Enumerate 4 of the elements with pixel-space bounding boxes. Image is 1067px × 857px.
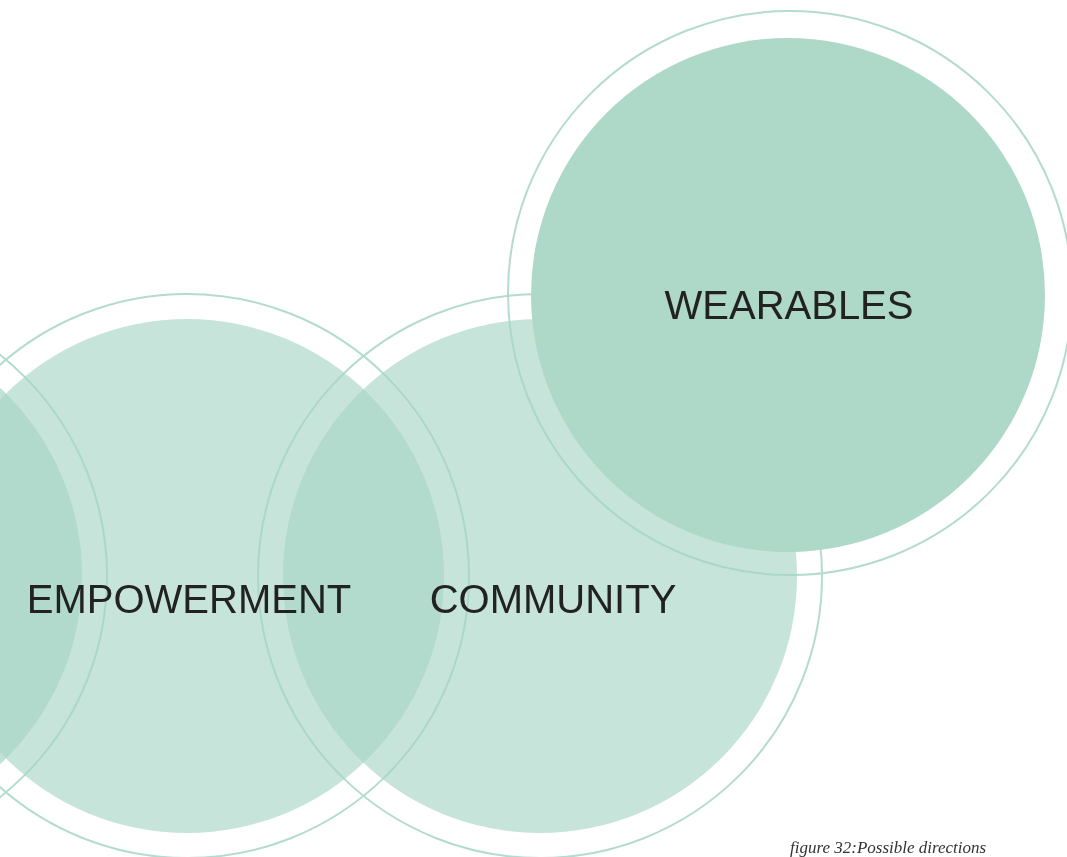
circle-label: EMPOWERMENT xyxy=(26,576,352,622)
circle-label: WEARABLES xyxy=(664,282,914,328)
circle-label: COMMUNITY xyxy=(429,576,677,622)
figure-caption: figure 32:Possible directions xyxy=(790,838,987,857)
